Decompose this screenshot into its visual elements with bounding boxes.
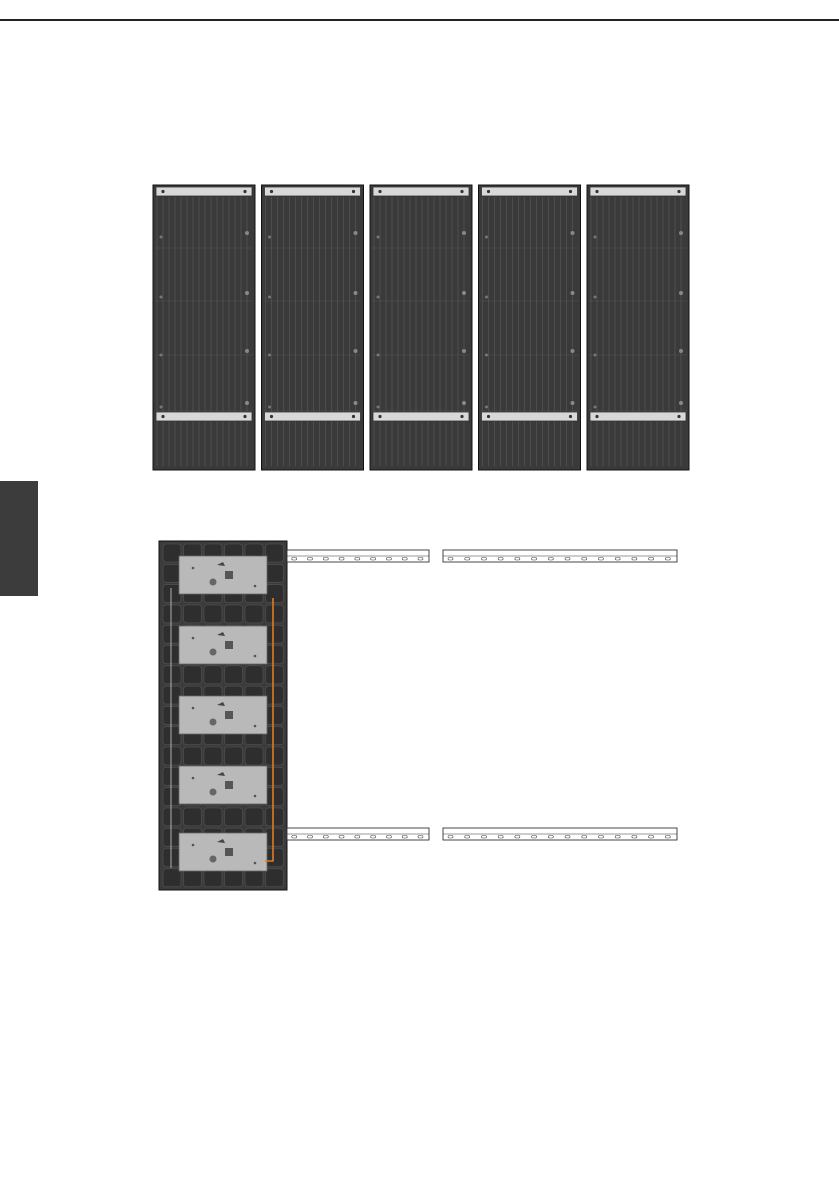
mounting-bracket-icon [590,412,686,421]
mounting-bracket-icon [590,187,686,196]
module-plate [179,766,267,804]
cabinet-panel-icon [262,185,364,470]
cabinet-row-figure [150,183,690,473]
cabinet-panel-icon [587,185,689,470]
mounting-bracket-icon [265,412,361,421]
module-plate [179,833,267,871]
mounting-bracket-icon [265,187,361,196]
mounting-bracket-icon [373,187,469,196]
module-plate [179,626,267,664]
mounting-bracket-icon [482,412,578,421]
cabinet-column-figure [155,538,685,894]
mounting-bracket-icon [373,412,469,421]
cabinet-panel-icon [153,185,255,470]
module-plate [179,556,267,594]
cabinet-panel-icon [370,185,472,470]
module-plate [179,696,267,734]
mounting-bracket-icon [482,187,578,196]
rail-icon [443,828,677,840]
cabinet-panel-icon [479,185,581,470]
mounting-bracket-icon [156,187,252,196]
top-rule [0,19,839,21]
rail-icon [287,828,429,840]
section-edge-tab [0,481,38,596]
rail-icon [287,550,429,562]
rail-icon [443,550,677,562]
mounting-bracket-icon [156,412,252,421]
